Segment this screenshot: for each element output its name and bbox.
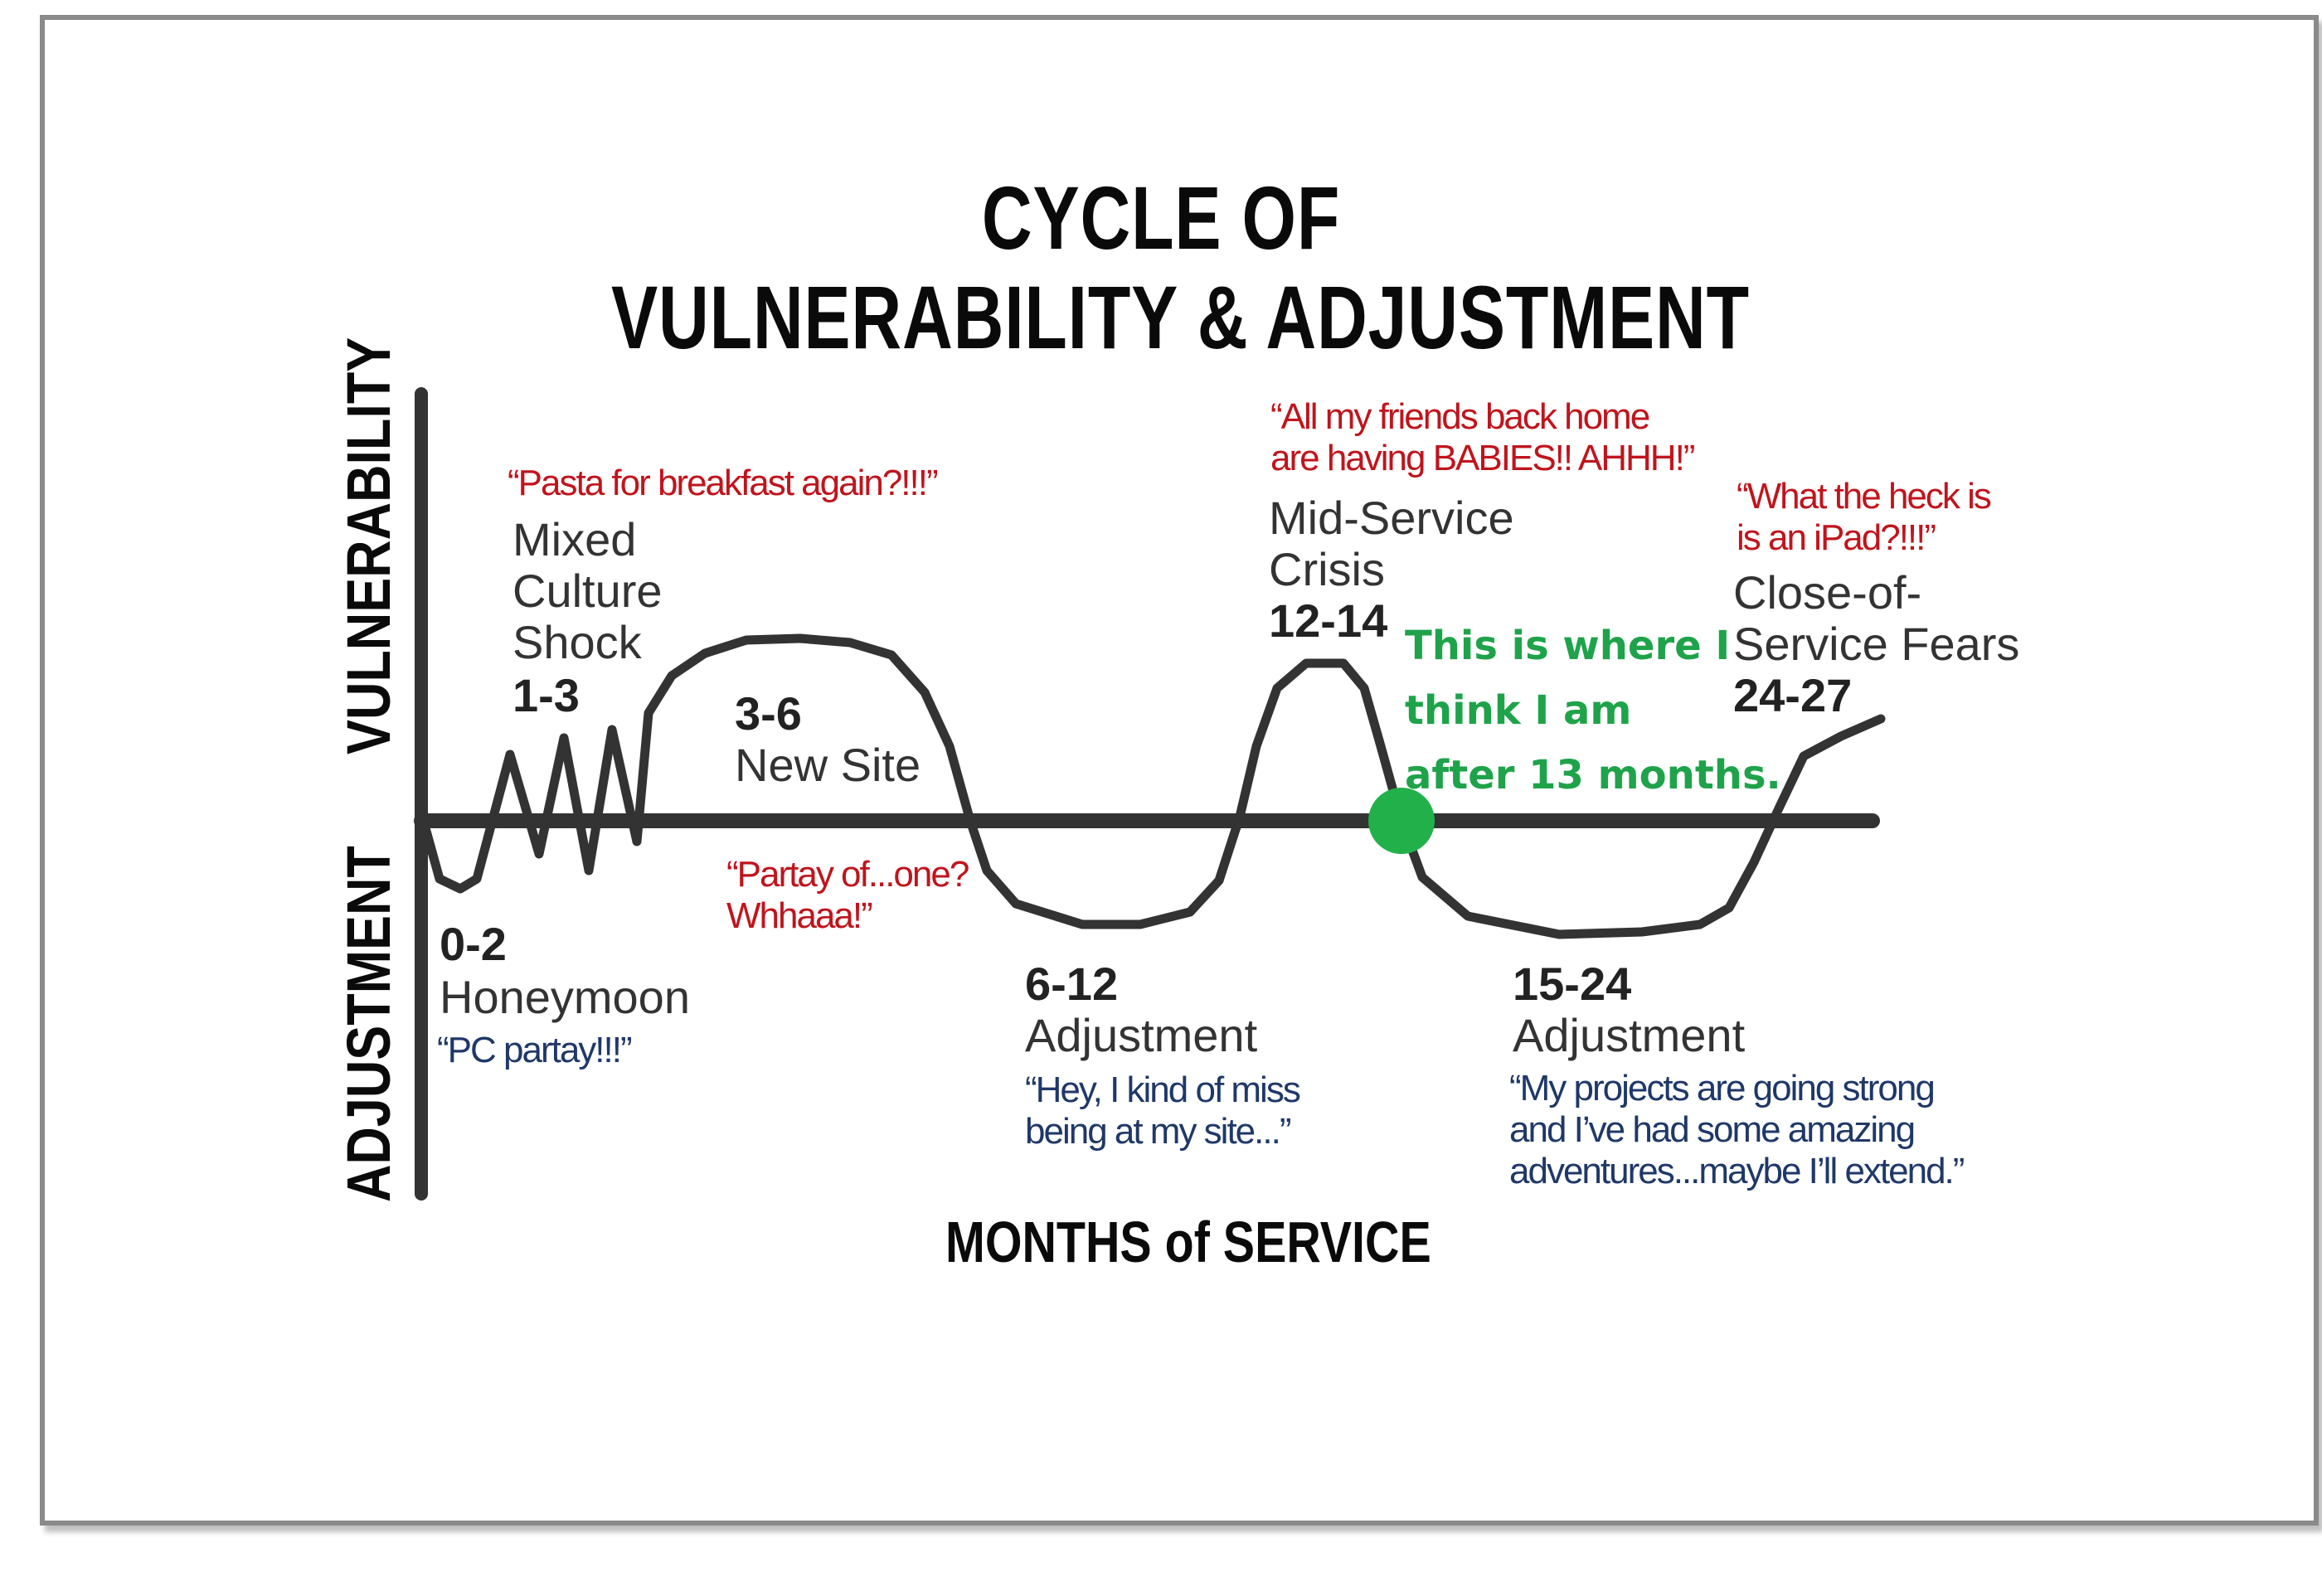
phase-range-adjustment-2: 15-24 <box>1513 958 1632 1010</box>
phase-range-close-of-service: 24-27 <box>1733 669 1853 721</box>
quote-adjustment-1-2: being at my site...” <box>1025 1111 1291 1152</box>
phase-name-close-of-service-1: Close-of- <box>1733 566 1922 619</box>
annotation-line-1: This is where I <box>1405 623 1731 669</box>
phase-name-culture-shock-1: Mixed <box>512 513 637 565</box>
phase-name-new-site: New Site <box>735 739 921 791</box>
quote-new-site-1: “Partay of...one? <box>726 854 969 895</box>
phase-range-mid-service: 12-14 <box>1269 594 1388 647</box>
phase-name-mid-service-1: Mid-Service <box>1269 492 1514 544</box>
title-line-1: CYCLE OF <box>981 167 1341 268</box>
quote-new-site-2: Whhaaa!” <box>726 895 873 936</box>
quote-mid-service-2: are having BABIES!! AHHH!” <box>1270 438 1695 478</box>
quote-adjustment-1-1: “Hey, I kind of miss <box>1025 1070 1301 1110</box>
phase-name-close-of-service-2: Service Fears <box>1733 618 2020 670</box>
annotation-line-3: after 13 months. <box>1405 752 1781 798</box>
cycle-curve <box>420 633 1886 939</box>
phase-range-adjustment-1: 6-12 <box>1025 958 1119 1010</box>
quote-close-of-service-1: “What the heck is <box>1737 476 1992 517</box>
x-axis-label: MONTHS of SERVICE <box>945 1210 1431 1274</box>
quote-adjustment-2-3: adventures...maybe I’ll extend.” <box>1509 1151 1965 1191</box>
phase-name-mid-service-2: Crisis <box>1269 543 1385 595</box>
quote-adjustment-2-1: “My projects are going strong <box>1509 1068 1936 1108</box>
y-axis-label-vulnerability: VULNERABILITY <box>334 337 403 754</box>
phase-range-honeymoon: 0-2 <box>440 918 507 970</box>
quote-culture-shock: “Pasta for breakfast again?!!!” <box>508 463 939 503</box>
phase-name-honeymoon: Honeymoon <box>440 971 690 1023</box>
quote-mid-service-1: “All my friends back home <box>1270 396 1650 437</box>
quote-honeymoon: “PC partay!!!” <box>437 1030 633 1070</box>
annotation-line-2: think I am <box>1405 687 1632 734</box>
title-line-2: VULNERABILITY & ADJUSTMENT <box>611 267 1750 367</box>
phase-name-culture-shock-2: Culture <box>512 565 663 617</box>
quote-close-of-service-2: is an iPad?!!!” <box>1737 517 1936 558</box>
phase-range-new-site: 3-6 <box>735 687 802 740</box>
phase-range-culture-shock: 1-3 <box>512 669 580 721</box>
y-axis-label-adjustment: ADJUSTMENT <box>334 846 403 1202</box>
current-position-marker <box>1368 788 1435 854</box>
phase-name-adjustment-2: Adjustment <box>1513 1009 1746 1061</box>
phase-name-adjustment-1: Adjustment <box>1025 1009 1258 1061</box>
phase-name-culture-shock-3: Shock <box>512 616 642 668</box>
quote-adjustment-2-2: and I’ve had some amazing <box>1509 1109 1916 1150</box>
